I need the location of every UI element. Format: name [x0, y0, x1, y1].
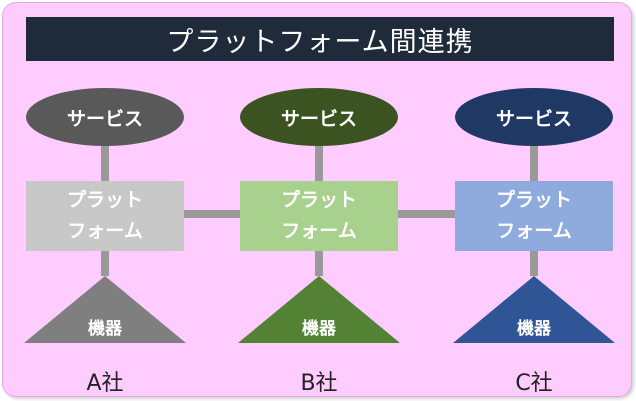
- service-label-c: サービス: [495, 107, 572, 130]
- service-platform-link-b: [315, 146, 323, 181]
- platform-label-line1-a: プラット: [66, 189, 143, 211]
- platform-label-line2-b: フォーム: [281, 220, 357, 242]
- device-label-b: 機器: [302, 319, 336, 339]
- platform-link-a-b: [184, 210, 240, 218]
- platform-label-line1-b: プラット: [280, 189, 357, 211]
- device-label-c: 機器: [517, 319, 551, 339]
- platform-device-link-a: [101, 251, 109, 276]
- platform-device-link-b: [315, 251, 323, 276]
- platform-device-link-c: [530, 251, 538, 276]
- diagram-title: プラットフォーム間連携: [26, 17, 614, 61]
- company-label-c: C社: [515, 371, 553, 396]
- service-platform-link-a: [101, 146, 109, 181]
- platform-box-b: プラット フォーム: [240, 181, 398, 251]
- service-node-b: サービス: [240, 88, 398, 146]
- platform-label-line2-a: フォーム: [67, 220, 143, 242]
- company-label-a: A社: [86, 371, 124, 396]
- service-label-a: サービス: [66, 107, 143, 130]
- platform-box-c: プラット フォーム: [455, 181, 613, 251]
- platform-link-b-c: [398, 210, 455, 218]
- company-label-b: B社: [300, 371, 338, 396]
- device-triangle-b: [238, 276, 400, 343]
- service-node-c: サービス: [455, 88, 613, 146]
- device-triangle-c: [453, 276, 615, 343]
- service-platform-link-c: [530, 146, 538, 181]
- service-label-b: サービス: [280, 107, 357, 130]
- platform-label-line1-c: プラット: [495, 189, 572, 211]
- service-node-a: サービス: [26, 88, 184, 146]
- device-triangle-a: [24, 276, 186, 343]
- platform-label-line2-c: フォーム: [496, 220, 572, 242]
- platform-box-a: プラット フォーム: [26, 181, 184, 251]
- device-label-a: 機器: [88, 319, 122, 339]
